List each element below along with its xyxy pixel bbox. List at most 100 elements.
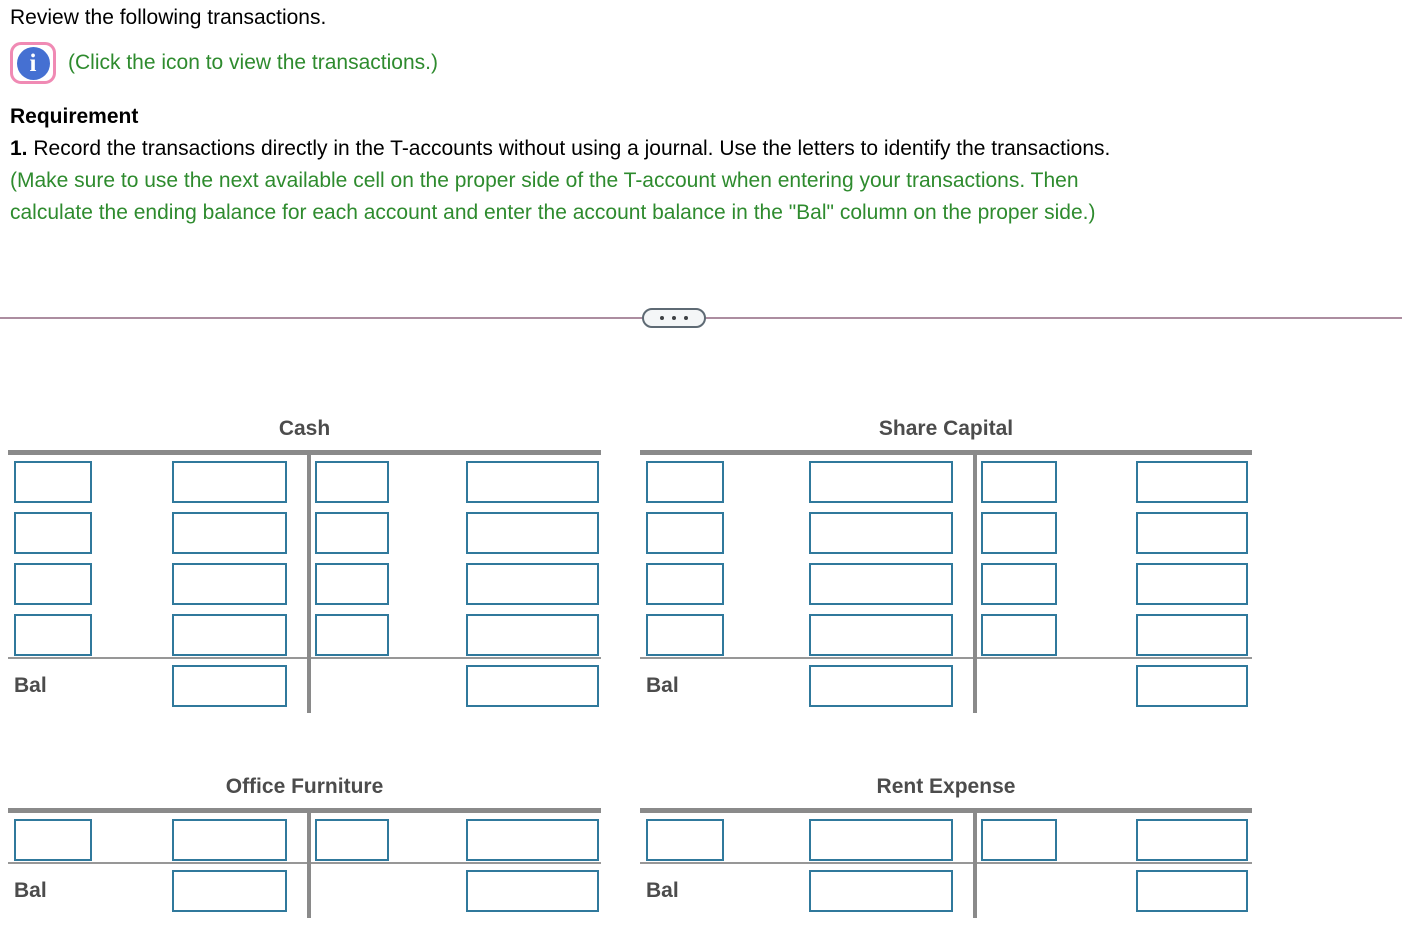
office-furniture-credit-ref-1-input[interactable]: [315, 819, 389, 861]
bal-label: Bal: [14, 879, 47, 902]
ellipsis-dot: [672, 316, 676, 320]
t-account-divider-line: [307, 455, 311, 713]
share-capital-debit-amount-4-input[interactable]: [809, 614, 953, 656]
share-capital-debit-row-1: [640, 461, 973, 503]
share-capital-debit-row-4: [640, 614, 973, 656]
rent-expense-debit-ref-1-input[interactable]: [646, 819, 724, 861]
t-account-divider-line: [973, 455, 977, 713]
rent-expense-credit-side: [977, 813, 1252, 918]
rent-expense-credit-amount-1-input[interactable]: [1136, 819, 1248, 861]
cash-credit-ref-2-input[interactable]: [315, 512, 389, 554]
t-account-body: Bal: [8, 450, 601, 713]
rent-expense-debit-balance-input[interactable]: [809, 870, 953, 912]
cash-debit-ref-1-input[interactable]: [14, 461, 92, 503]
transactions-icon-row: i (Click the icon to view the transactio…: [10, 42, 438, 84]
ellipsis-dot: [660, 316, 664, 320]
share-capital-credit-row-2: [977, 512, 1252, 554]
share-capital-credit-row-1: [977, 461, 1252, 503]
rent-expense-credit-ref-1-input[interactable]: [981, 819, 1057, 861]
share-capital-debit-row-3: [640, 563, 973, 605]
cash-credit-ref-3-input[interactable]: [315, 563, 389, 605]
account-title: Office Furniture: [225, 775, 384, 798]
office-furniture-credit-amount-1-input[interactable]: [466, 819, 599, 861]
office-furniture-credit-balance-input[interactable]: [466, 870, 599, 912]
share-capital-credit-ref-1-input[interactable]: [981, 461, 1057, 503]
cash-credit-amount-2-input[interactable]: [466, 512, 599, 554]
cash-credit-balance-row: [311, 657, 601, 713]
cash-credit-row-1: [311, 461, 601, 503]
rent-expense-debit-amount-1-input[interactable]: [809, 819, 953, 861]
share-capital-credit-ref-3-input[interactable]: [981, 563, 1057, 605]
share-capital-credit-side: [977, 455, 1252, 713]
share-capital-credit-amount-3-input[interactable]: [1136, 563, 1248, 605]
cash-credit-balance-input[interactable]: [466, 665, 599, 707]
info-icon[interactable]: i: [10, 42, 56, 84]
office-furniture-debit-ref-1-input[interactable]: [14, 819, 92, 861]
rent-expense-credit-balance-input[interactable]: [1136, 870, 1248, 912]
share-capital-credit-ref-2-input[interactable]: [981, 512, 1057, 554]
t-account-divider-line: [307, 813, 311, 918]
requirement-number: 1.: [10, 137, 28, 160]
share-capital-debit-ref-3-input[interactable]: [646, 563, 724, 605]
share-capital-credit-amount-4-input[interactable]: [1136, 614, 1248, 656]
share-capital-debit-balance-input[interactable]: [809, 665, 953, 707]
share-capital-debit-ref-1-input[interactable]: [646, 461, 724, 503]
share-capital-credit-balance-input[interactable]: [1136, 665, 1248, 707]
cash-debit-amount-1-input[interactable]: [172, 461, 287, 503]
cash-debit-row-1: [8, 461, 307, 503]
office-furniture-debit-amount-1-input[interactable]: [172, 819, 287, 861]
cash-debit-ref-2-input[interactable]: [14, 512, 92, 554]
office-furniture-debit-balance-input[interactable]: [172, 870, 287, 912]
cash-debit-amount-3-input[interactable]: [172, 563, 287, 605]
requirement-note-line-1: (Make sure to use the next available cel…: [10, 169, 1079, 192]
office-furniture-credit-balance-row: [311, 862, 601, 918]
cash-credit-ref-4-input[interactable]: [315, 614, 389, 656]
cash-credit-row-3: [311, 563, 601, 605]
t-account-body: Bal: [640, 808, 1252, 918]
share-capital-debit-ref-2-input[interactable]: [646, 512, 724, 554]
share-capital-debit-amount-1-input[interactable]: [809, 461, 953, 503]
click-icon-instruction: (Click the icon to view the transactions…: [68, 51, 438, 74]
cash-credit-row-4: [311, 614, 601, 656]
cash-debit-amount-2-input[interactable]: [172, 512, 287, 554]
requirement-block: Requirement 1. Record the transactions d…: [10, 101, 1390, 229]
cash-debit-balance-input[interactable]: [172, 665, 287, 707]
info-icon-glyph: i: [16, 46, 50, 80]
share-capital-credit-amount-2-input[interactable]: [1136, 512, 1248, 554]
bal-label: Bal: [14, 674, 47, 697]
cash-debit-row-2: [8, 512, 307, 554]
share-capital-debit-amount-2-input[interactable]: [809, 512, 953, 554]
share-capital-credit-row-4: [977, 614, 1252, 656]
office-furniture-debit-row-1: [8, 819, 307, 861]
cash-debit-row-3: [8, 563, 307, 605]
share-capital-debit-side: Bal: [640, 455, 973, 713]
account-title: Cash: [278, 417, 331, 440]
rent-expense-debit-row-1: [640, 819, 973, 861]
share-capital-debit-ref-4-input[interactable]: [646, 614, 724, 656]
cash-credit-row-2: [311, 512, 601, 554]
cash-credit-amount-3-input[interactable]: [466, 563, 599, 605]
cash-credit-ref-1-input[interactable]: [315, 461, 389, 503]
cash-credit-amount-1-input[interactable]: [466, 461, 599, 503]
share-capital-credit-ref-4-input[interactable]: [981, 614, 1057, 656]
t-account-body: Bal: [8, 808, 601, 918]
cash-credit-amount-4-input[interactable]: [466, 614, 599, 656]
cash-debit-ref-4-input[interactable]: [14, 614, 92, 656]
office-furniture-debit-side: Bal: [8, 813, 307, 918]
share-capital-debit-amount-3-input[interactable]: [809, 563, 953, 605]
requirement-text: Record the transactions directly in the …: [27, 137, 1111, 160]
requirement-1: 1. Record the transactions directly in t…: [10, 133, 1390, 165]
cash-debit-ref-3-input[interactable]: [14, 563, 92, 605]
office-furniture-debit-balance-row: Bal: [8, 862, 307, 918]
cash-debit-side: Bal: [8, 455, 307, 713]
share-capital-debit-row-2: [640, 512, 973, 554]
cash-debit-amount-4-input[interactable]: [172, 614, 287, 656]
account-title: Rent Expense: [876, 775, 1016, 798]
share-capital-credit-amount-1-input[interactable]: [1136, 461, 1248, 503]
ellipsis-icon[interactable]: [642, 308, 706, 328]
requirement-heading: Requirement: [10, 105, 139, 128]
